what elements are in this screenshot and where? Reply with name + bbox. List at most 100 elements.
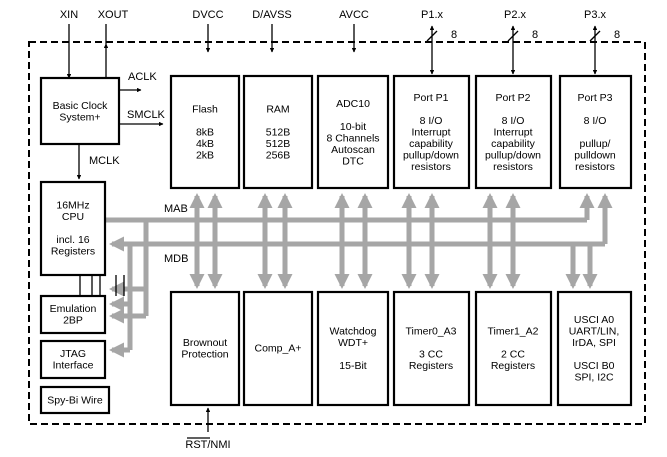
block-text-line: pullup/: [580, 138, 611, 150]
block-text-line: Interface: [53, 359, 94, 371]
block-text-line: Interrupt: [493, 127, 532, 139]
p2-label: P2.x: [504, 9, 527, 21]
block-text-line: 2 CC: [501, 348, 525, 360]
block-text-line: 15-Bit: [339, 360, 367, 372]
compa-block-text: Comp_A+: [255, 343, 302, 355]
block-text-line: pullup/down: [485, 150, 541, 162]
block-text-line: Port P1: [413, 92, 448, 104]
block-text-line: Protection: [181, 348, 228, 360]
dvcc-label: DVCC: [192, 9, 223, 21]
bus-network: [79, 193, 613, 358]
block-text-line: incl. 16: [56, 234, 89, 246]
block-text-line: RAM: [266, 104, 289, 116]
aclk-label: ACLK: [128, 71, 157, 83]
block-text-line: Registers: [491, 360, 535, 372]
block-text-line: USCI A0: [574, 314, 614, 326]
block-text-line: UART/LIN,: [569, 325, 620, 337]
block-text-line: capability: [491, 138, 536, 150]
smclk-label: SMCLK: [127, 109, 166, 121]
block-text-line: capability: [409, 138, 454, 150]
block-text-line: pulldown: [574, 150, 616, 162]
block-text-line: Brownout: [183, 337, 227, 349]
spybiwire-block: Spy-Bi Wire: [39, 385, 111, 415]
block-text-line: resistors: [493, 161, 533, 173]
rst-label: RST/NMI: [185, 439, 230, 451]
davss-label: D/AVSS: [252, 9, 292, 21]
block-text-line: Registers: [409, 360, 453, 372]
p1-label: P1.x: [421, 9, 444, 21]
block-text-line: 512B: [266, 138, 291, 150]
mdb-label: MDB: [164, 253, 188, 265]
mab-label: MAB: [164, 203, 188, 215]
block-text-line: Registers: [51, 246, 95, 258]
block-text-line: Autoscan: [331, 144, 375, 156]
block-text-line: 3 CC: [419, 348, 443, 360]
p3-label: P3.x: [584, 9, 607, 21]
block-text-line: WDT+: [338, 337, 368, 349]
block-text-line: Watchdog: [330, 325, 377, 337]
block-text-line: DTC: [342, 155, 364, 167]
p1-bus-slash: [426, 30, 438, 42]
block-text-line: Flash: [192, 104, 218, 116]
p3-bus-slash: [589, 30, 601, 42]
p1-width-label: 8: [451, 29, 457, 41]
block-text-line: 8 I/O: [502, 115, 525, 127]
block-text-line: 4kB: [196, 138, 214, 150]
block-text-line: 10-bit: [340, 121, 366, 133]
block-text-line: System+: [59, 111, 100, 123]
block-text-line: Spy-Bi Wire: [47, 395, 103, 407]
block-text-line: resistors: [411, 161, 451, 173]
block-text-line: resistors: [575, 161, 615, 173]
block-text-line: SPI, I2C: [574, 371, 614, 383]
block-text-line: 8 I/O: [584, 115, 607, 127]
p2-width-label: 8: [532, 29, 538, 41]
xin-label: XIN: [60, 9, 78, 21]
mclk-label: MCLK: [89, 155, 120, 167]
block-text-line: Port P3: [577, 92, 612, 104]
block-text-line: 8 Channels: [326, 132, 379, 144]
avcc-label: AVCC: [339, 9, 369, 21]
block-text-line: 512B: [266, 127, 291, 139]
block-text-line: JTAG: [60, 348, 86, 360]
block-text-line: Comp_A+: [255, 343, 302, 355]
block-text-line: Timer0_A3: [406, 325, 457, 337]
block-text-line: CPU: [62, 211, 84, 223]
block-text-line: 256B: [266, 150, 291, 162]
block-text-line: ADC10: [336, 98, 370, 110]
block-text-line: Timer1_A2: [488, 325, 539, 337]
chip-boundary: [28, 41, 646, 425]
block-text-line: pullup/down: [403, 150, 459, 162]
block-text-line: 2BP: [63, 314, 83, 326]
block-text-line: Basic Clock: [53, 100, 109, 112]
block-text-line: Port P2: [495, 92, 530, 104]
p3-width-label: 8: [614, 29, 620, 41]
block-text-line: 2kB: [196, 150, 214, 162]
